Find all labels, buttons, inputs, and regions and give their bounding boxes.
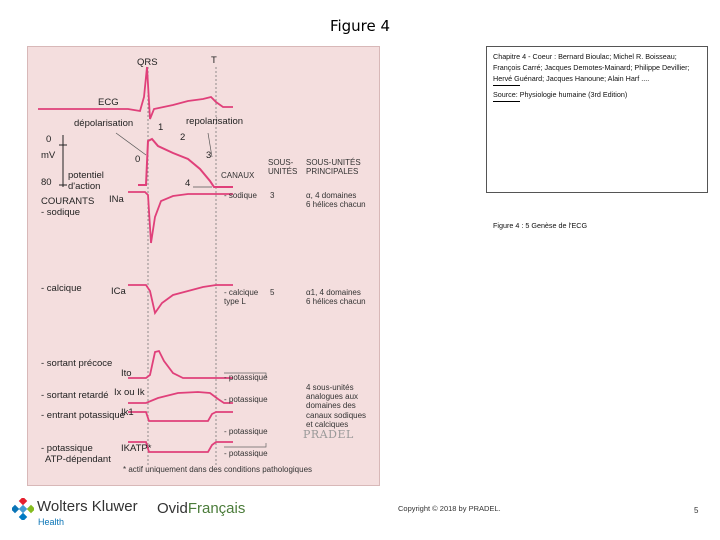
i-katp-label: IKATP* xyxy=(121,443,152,454)
repolarisation-pointer xyxy=(207,132,213,158)
depolarisation-label: dépolarisation xyxy=(74,118,134,129)
ecg-trace xyxy=(38,66,233,120)
t-wave-label: T xyxy=(211,55,217,66)
ovid-francais-text: Français xyxy=(187,500,246,517)
source-text: Source: Physiologie humaine (3rd Edition… xyxy=(493,90,628,99)
action-potential-trace xyxy=(138,137,233,188)
pradel-watermark: PRADEL xyxy=(303,428,354,441)
i-to-label: Ito xyxy=(121,368,132,379)
separator-rule-2 xyxy=(493,101,520,102)
canal-potassique-1: - potassique xyxy=(224,373,268,382)
current-sodique-label: - sodique xyxy=(41,207,81,218)
i-k1-label: Ik1 xyxy=(121,407,134,418)
i-x-ik-label: Ix ou Ik xyxy=(114,387,145,398)
canal-calcique-desc: α1, 4 domaines 6 hélices chacun xyxy=(306,288,366,307)
i-to-trace xyxy=(128,349,233,379)
page-number: 5 xyxy=(694,506,699,515)
sous-unites-principales-header: SOUS-UNITÉS PRINCIPALES xyxy=(306,158,361,177)
figure-footnote: * actif uniquement dans des conditions p… xyxy=(123,465,313,474)
phase-3-label: 3 xyxy=(206,150,212,161)
publisher-sub: Health xyxy=(38,517,65,527)
canaux-header: CANAUX xyxy=(221,171,255,180)
courants-label: COURANTS xyxy=(41,196,95,207)
canal-potassique-desc: 4 sous-unités analogues aux domaines des… xyxy=(306,383,367,429)
potentiel-label: potentiel xyxy=(68,170,104,181)
i-k-trace xyxy=(128,391,233,404)
separator-rule xyxy=(493,85,520,86)
phase-4-label: 4 xyxy=(185,178,191,189)
figure-traces xyxy=(38,66,267,467)
canal-calcique-label: - calcique type L xyxy=(224,288,259,307)
i-k1-trace xyxy=(128,411,233,422)
figure-caption: Figure 4 : 5 Genèse de l'ECG xyxy=(493,221,588,230)
ecg-genesis-figure: QRS T ECG dépolarisation repolarisation … xyxy=(27,46,380,486)
i-katp-trace xyxy=(128,441,233,453)
i-na-label: INa xyxy=(109,194,124,205)
repolarisation-label: repolarisation xyxy=(186,116,244,127)
wolters-kluwer-logo: Wolters Kluwer Health xyxy=(12,498,147,530)
mv-zero-label: 0 xyxy=(46,134,52,145)
chapter-info-box: Chapitre 4 - Coeur : Bernard Bioulac; Mi… xyxy=(486,46,708,193)
phase-1-label: 1 xyxy=(158,122,164,133)
canal-sodique-count: 3 xyxy=(270,191,275,200)
copyright-text: Copyright © 2018 by PRADEL. xyxy=(398,504,501,513)
sous-unites-header: SOUS- UNITÉS xyxy=(268,158,298,177)
slide-title: Figure 4 xyxy=(329,17,391,35)
mv-80-label: 80 xyxy=(41,177,52,188)
current-calcique-label: - calcique xyxy=(41,283,82,294)
qrs-label: QRS xyxy=(137,57,158,68)
d-action-label: d'action xyxy=(68,181,101,192)
mv-unit-label: mV xyxy=(41,150,56,161)
ovid-text: Ovid xyxy=(157,500,188,517)
canal-potassique-4: - potassique xyxy=(224,449,268,458)
publisher-name: Wolters Kluwer xyxy=(37,498,138,515)
canal-calcique-count: 5 xyxy=(270,288,275,297)
potassique-atp-label-1: - potassique xyxy=(41,443,93,454)
depolarisation-pointer xyxy=(115,132,147,156)
i-ca-label: ICa xyxy=(111,286,126,297)
entrant-potassique-label: - entrant potassique xyxy=(41,410,125,421)
i-na-trace xyxy=(128,191,233,244)
chapter-authors-text: Chapitre 4 - Coeur : Bernard Bioulac; Mi… xyxy=(493,52,690,83)
canal-potassique-3: - potassique xyxy=(224,427,268,436)
canal-sodique-desc: α, 4 domaines 6 hélices chacun xyxy=(306,191,366,210)
phase-2-label: 2 xyxy=(180,132,186,143)
sortant-retarde-label: - sortant retardé xyxy=(41,390,109,401)
wolters-kluwer-mark-icon xyxy=(12,498,34,520)
ecg-label: ECG xyxy=(98,97,119,108)
phase-0-label: 0 xyxy=(135,154,141,165)
canal-sodique-label: - sodique xyxy=(224,191,257,200)
ovid-logo: OvidFrançais xyxy=(157,500,245,517)
i-ca-trace xyxy=(128,284,233,316)
potassique-atp-label-2: ATP-dépendant xyxy=(45,454,111,465)
sortant-precoce-label: - sortant précoce xyxy=(41,358,113,369)
canal-potassique-2: - potassique xyxy=(224,395,268,404)
